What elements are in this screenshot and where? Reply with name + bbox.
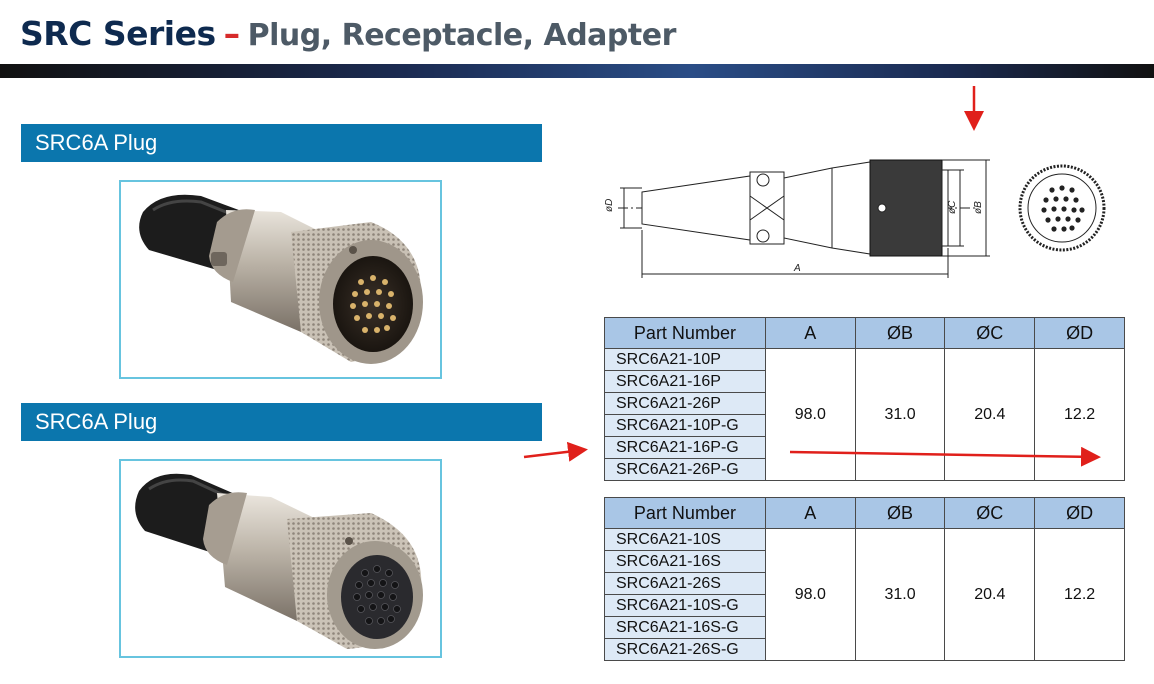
value-c-cell: 20.4: [944, 528, 1036, 661]
table-row: SRC6A21-10P 98.0 31.0 20.4 12.2: [604, 348, 1125, 481]
dim-label-b: øB: [973, 201, 984, 214]
value-b-cell: 31.0: [854, 348, 946, 481]
value-a-cell: 98.0: [764, 348, 856, 481]
title-dash: –: [223, 14, 241, 53]
dim-label-c: øC: [947, 200, 958, 214]
socket-spec-table: Part Number A ØB ØC ØD SRC6A21-10S 98.0 …: [604, 497, 1125, 661]
value-d-cell: 12.2: [1034, 528, 1125, 661]
table-row: SRC6A21-10S 98.0 31.0 20.4 12.2: [604, 528, 1125, 661]
dimension-drawing: øD øC øB A: [604, 159, 1106, 278]
table-row: SRC6A21-16S: [604, 550, 1125, 573]
col-header-a: A: [764, 497, 856, 529]
value-d-cell: 12.2: [1034, 348, 1125, 481]
part-number-cell: SRC6A21-16P: [604, 370, 766, 393]
col-header-b: ØB: [854, 317, 946, 349]
plug-socket-connector-photo: [119, 459, 442, 658]
annotation-arrow-left: [523, 441, 588, 462]
table-row: SRC6A21-26S-G: [604, 638, 1125, 661]
page-header: SRC Series–Plug, Receptacle, Adapter: [0, 0, 1154, 78]
col-header-part-number: Part Number: [604, 497, 766, 529]
page-title: SRC Series–Plug, Receptacle, Adapter: [20, 14, 676, 56]
table-header-row: Part Number A ØB ØC ØD: [604, 317, 1125, 349]
table-header-row: Part Number A ØB ØC ØD: [604, 497, 1125, 529]
part-number-cell: SRC6A21-26S: [604, 572, 766, 595]
part-number-cell: SRC6A21-26S-G: [604, 638, 766, 661]
title-subtitle: Plug, Receptacle, Adapter: [247, 18, 677, 53]
part-number-cell: SRC6A21-16S-G: [604, 616, 766, 639]
part-number-cell: SRC6A21-16P-G: [604, 436, 766, 459]
col-header-d: ØD: [1034, 317, 1125, 349]
table-row: SRC6A21-16S-G: [604, 616, 1125, 639]
col-header-d: ØD: [1034, 497, 1125, 529]
dim-label-a: A: [793, 263, 801, 274]
value-b-cell: 31.0: [854, 528, 946, 661]
table-row: SRC6A21-26P-G: [604, 458, 1125, 481]
col-header-c: ØC: [944, 497, 1036, 529]
part-number-cell: SRC6A21-10P: [604, 348, 766, 371]
dim-label-d: øD: [604, 199, 615, 212]
col-header-part-number: Part Number: [604, 317, 766, 349]
value-c-cell: 20.4: [944, 348, 1036, 481]
part-number-cell: SRC6A21-26P: [604, 392, 766, 415]
part-number-cell: SRC6A21-10S-G: [604, 594, 766, 617]
value-a-cell: 98.0: [764, 528, 856, 661]
col-header-b: ØB: [854, 497, 946, 529]
plug-spec-table: Part Number A ØB ØC ØD SRC6A21-10P 98.0 …: [604, 317, 1125, 481]
part-number-cell: SRC6A21-16S: [604, 550, 766, 573]
part-number-cell: SRC6A21-26P-G: [604, 458, 766, 481]
table-row: SRC6A21-26S: [604, 572, 1125, 595]
header-rule: [0, 64, 1154, 78]
table-row: SRC6A21-10P-G: [604, 414, 1125, 437]
part-number-cell: SRC6A21-10P-G: [604, 414, 766, 437]
col-header-a: A: [764, 317, 856, 349]
col-header-c: ØC: [944, 317, 1036, 349]
section-bar-plug-1: SRC6A Plug: [21, 124, 542, 162]
title-series: SRC Series: [20, 14, 216, 53]
part-number-cell: SRC6A21-10S: [604, 528, 766, 551]
section-bar-plug-2: SRC6A Plug: [21, 403, 542, 441]
plug-pin-connector-photo: [119, 180, 442, 379]
table-row: SRC6A21-26P: [604, 392, 1125, 415]
table-row: SRC6A21-16P-G: [604, 436, 1125, 459]
table-row: SRC6A21-16P: [604, 370, 1125, 393]
